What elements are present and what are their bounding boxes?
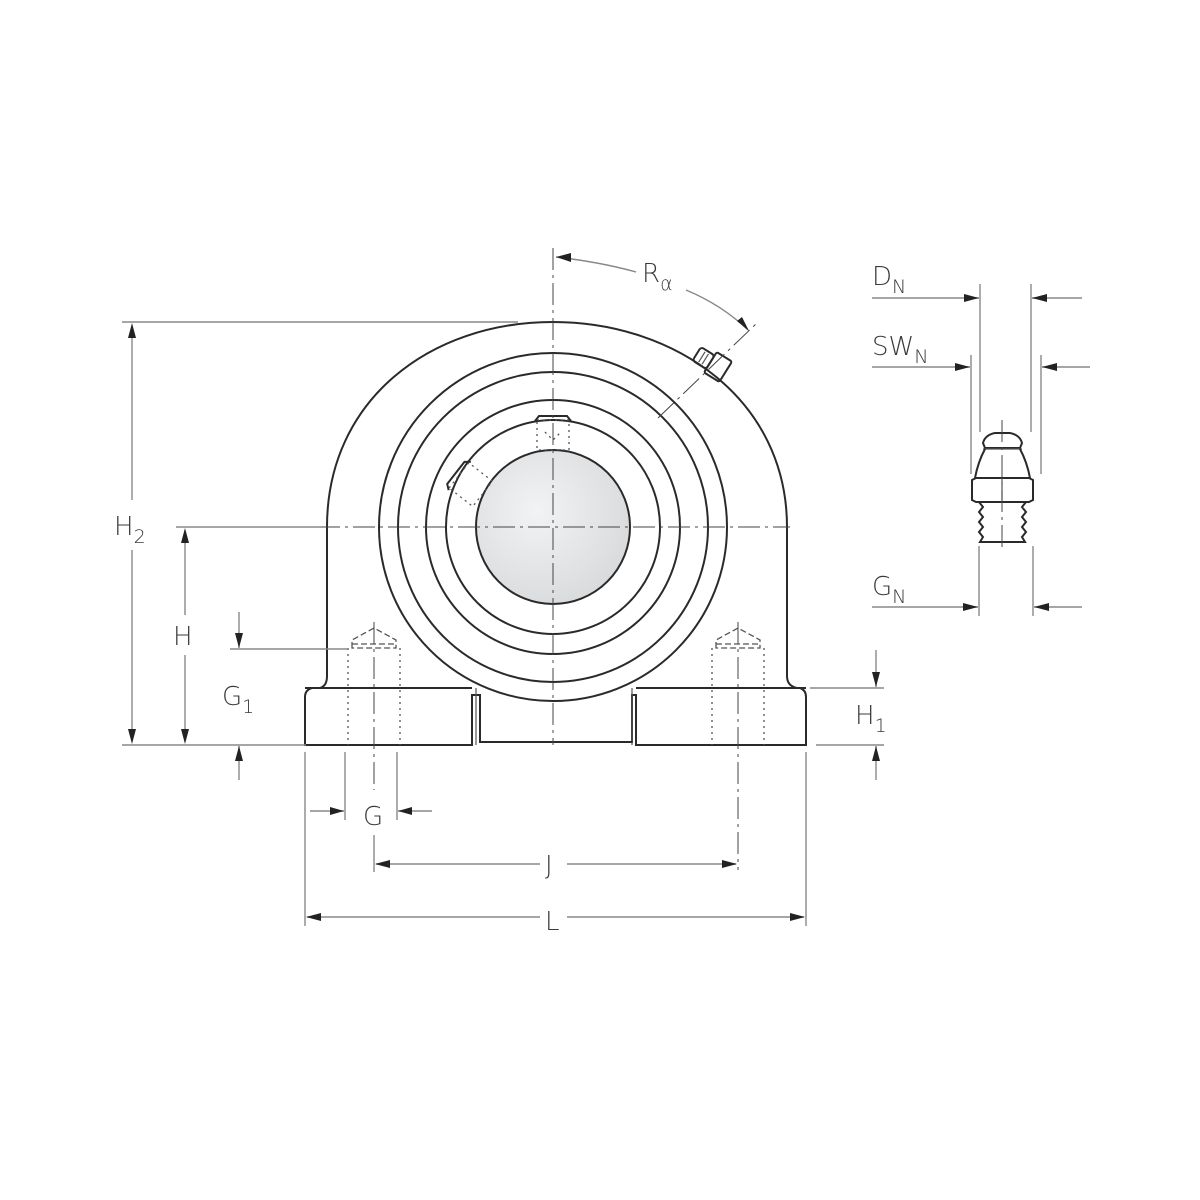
housing-outline	[304, 320, 807, 746]
grease-nipple	[692, 347, 733, 383]
grease-nipple-detail: DN SWN GN	[872, 262, 1090, 616]
mounting-hole-left	[347, 622, 401, 790]
label-J: J	[545, 851, 553, 881]
set-screw-angled	[446, 460, 494, 508]
housing-front-view	[178, 248, 807, 870]
mounting-hole-right	[711, 622, 765, 870]
label-H2: H2	[114, 512, 146, 548]
label-G1: G1	[222, 682, 254, 718]
label-G: G	[363, 802, 383, 832]
label-R-alpha: Rα	[642, 259, 673, 295]
nipple-axis-line	[657, 321, 759, 419]
label-DN: DN	[872, 262, 906, 298]
label-L: L	[545, 907, 560, 937]
dimensions: H2 H G1 H1 G J	[114, 253, 887, 937]
label-H1: H1	[855, 701, 887, 737]
label-H: H	[173, 622, 193, 652]
label-GN: GN	[872, 572, 906, 608]
label-SWN: SWN	[872, 332, 928, 368]
